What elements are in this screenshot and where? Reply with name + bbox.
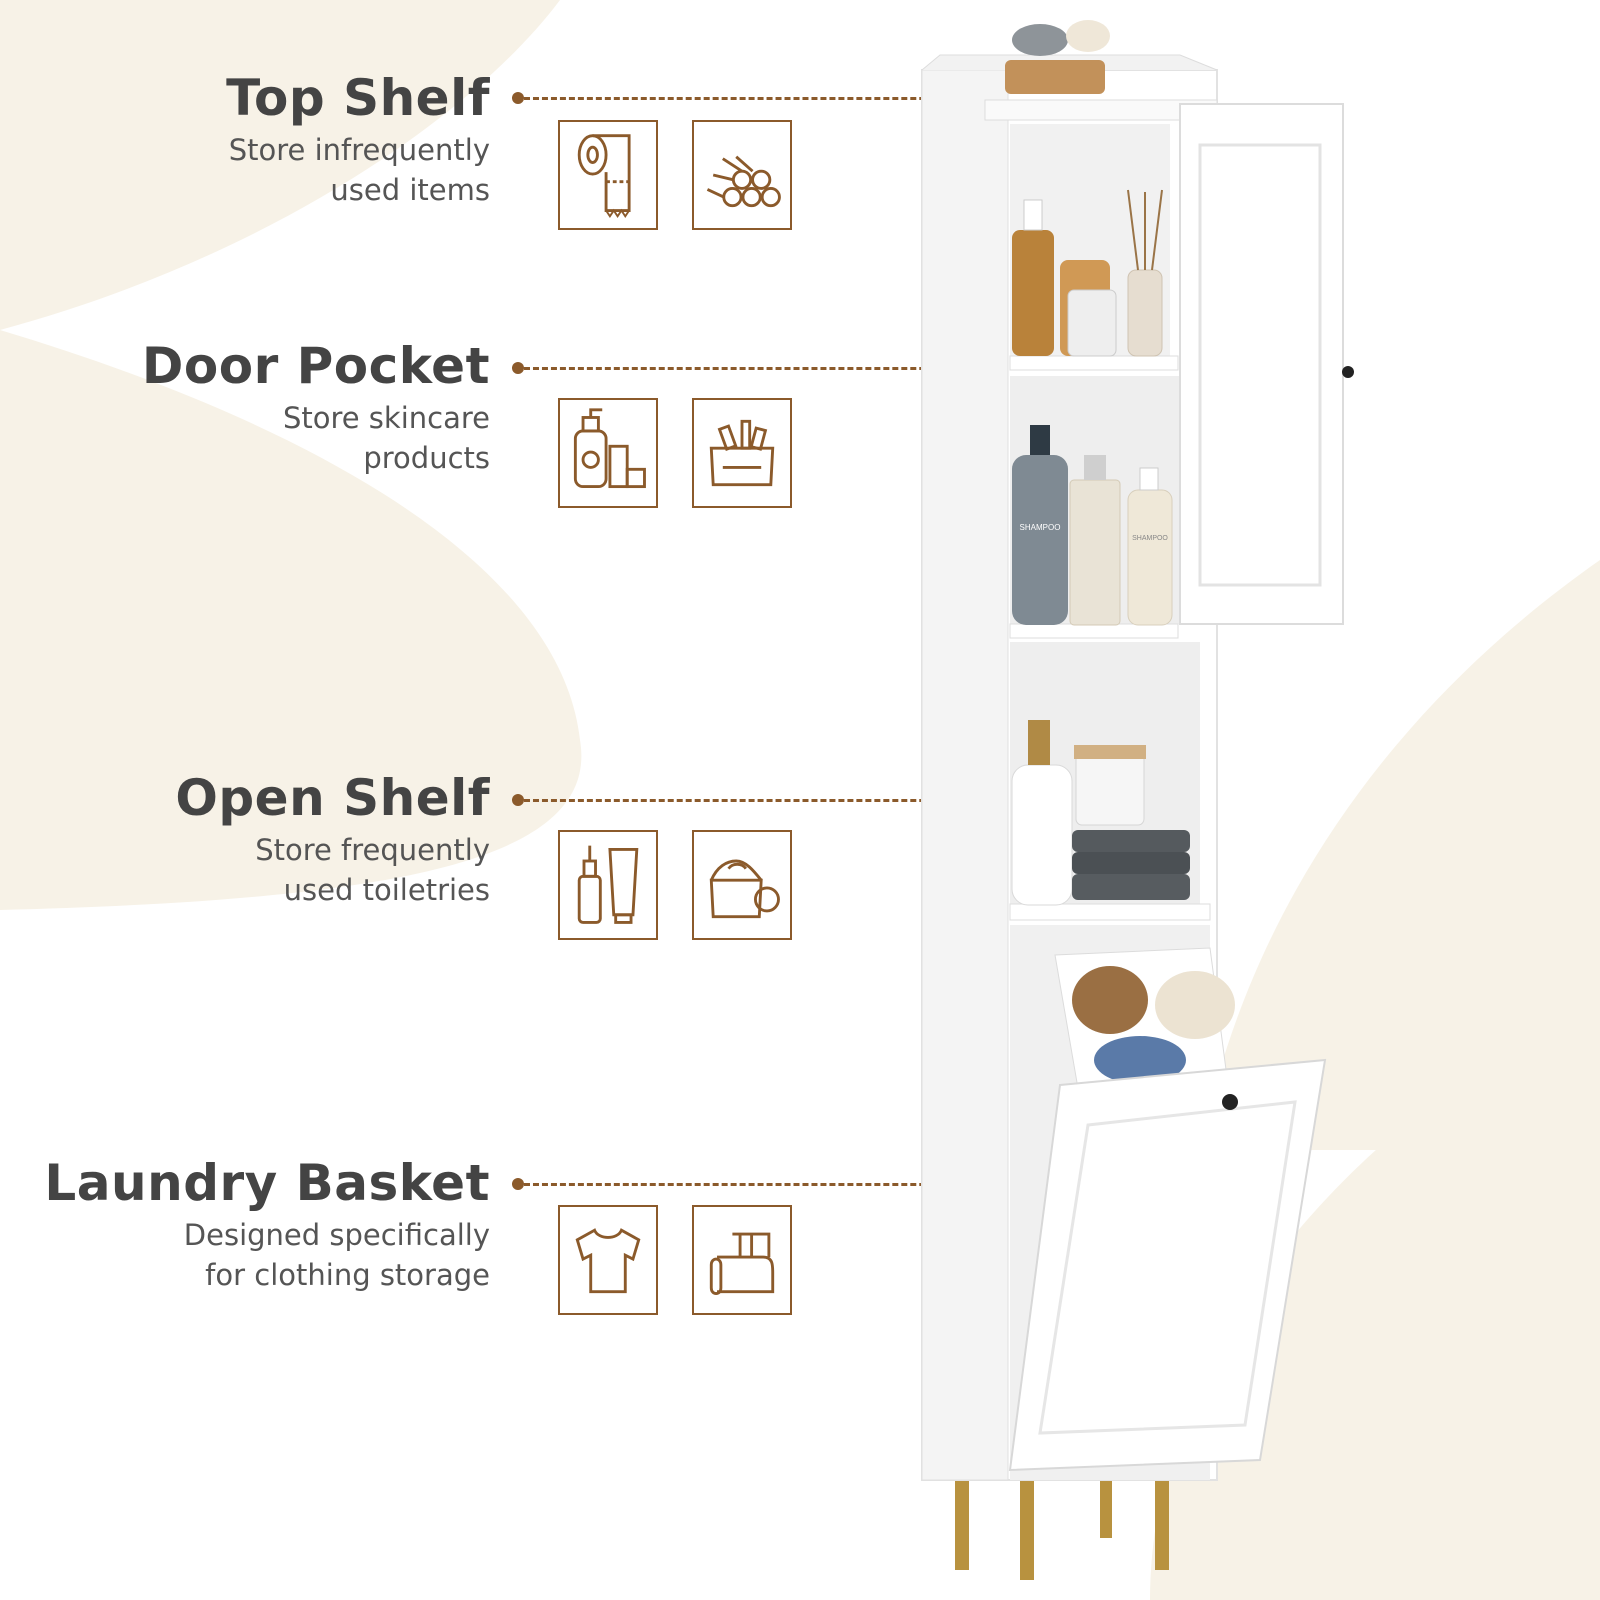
rolled-towels-icon [692, 120, 792, 230]
folded-towel [1072, 852, 1190, 874]
feature-desc-line: Store frequently [255, 833, 490, 867]
leader-dot [512, 1178, 524, 1190]
cosmetic-bag-icon [692, 398, 792, 508]
cabinet-leg [1020, 1480, 1034, 1580]
leader-dot [512, 794, 524, 806]
towel-bundle [1155, 971, 1235, 1039]
cream-jar-icon [692, 830, 792, 940]
feature-title: Top Shelf [226, 69, 490, 127]
folded-towels-icon [692, 1205, 792, 1315]
rattan-basket [1005, 60, 1105, 94]
feature-title: Open Shelf [175, 769, 490, 827]
cabinet-leg [1100, 1470, 1112, 1538]
tshirt-icon [558, 1205, 658, 1315]
dropper-tube-icon [558, 830, 658, 940]
leader-dot [512, 92, 524, 104]
folded-towel [1072, 874, 1190, 900]
folded-towel [1072, 830, 1190, 852]
door-knob [1342, 366, 1354, 378]
shampoo-label: SHAMPOO [1020, 523, 1061, 532]
cabinet-leg [955, 1480, 969, 1570]
feature-desc-line: Store infrequently [228, 133, 490, 167]
skincare-bottles-icon [558, 398, 658, 508]
feature-door-pocket: Door Pocket Store skincare products [0, 338, 490, 478]
feature-desc-line: Designed specifically [183, 1218, 490, 1252]
leader-line [524, 97, 1069, 100]
candle-jar [1075, 749, 1145, 826]
leader-line [524, 799, 1069, 802]
cabinet-leg [1155, 1470, 1169, 1570]
feature-desc-line: used items [330, 173, 490, 207]
feature-desc-line: for clothing storage [205, 1258, 490, 1292]
feature-desc-line: used toiletries [283, 873, 490, 907]
towel-bundle [1072, 966, 1148, 1034]
leader-line [524, 1183, 1069, 1186]
feature-open-shelf: Open Shelf Store frequently used toiletr… [0, 770, 490, 910]
feature-desc-line: Store skincare [282, 401, 490, 435]
feature-desc-line: products [363, 441, 490, 475]
leader-dot [512, 362, 524, 374]
hamper-knob [1222, 1094, 1238, 1110]
hamper-door [1008, 1058, 1327, 1472]
leader-line [524, 367, 1069, 370]
feature-top-shelf: Top Shelf Store infrequently used items [0, 70, 490, 210]
feature-title: Door Pocket [141, 337, 490, 395]
cream-jar [1067, 289, 1117, 357]
shampoo-bottle [1012, 455, 1068, 625]
shampoo-label: SHAMPOO [1132, 535, 1168, 542]
cabinet-door [1179, 103, 1344, 625]
feature-title: Laundry Basket [44, 1154, 490, 1212]
amber-bottle [1012, 230, 1054, 356]
feature-laundry-basket: Laundry Basket Designed specifically for… [0, 1155, 490, 1295]
rolled-towel [1066, 20, 1110, 52]
toilet-paper-roll-icon [558, 120, 658, 230]
towel-bundle [1094, 1036, 1186, 1084]
cleanser-bottle [1069, 479, 1121, 626]
soap-dispenser [1011, 764, 1073, 906]
diffuser-bottle [1127, 269, 1163, 357]
lotion-bottle [1127, 489, 1173, 626]
rolled-towel [1012, 24, 1068, 56]
cabinet-side-panel [921, 69, 1009, 1481]
